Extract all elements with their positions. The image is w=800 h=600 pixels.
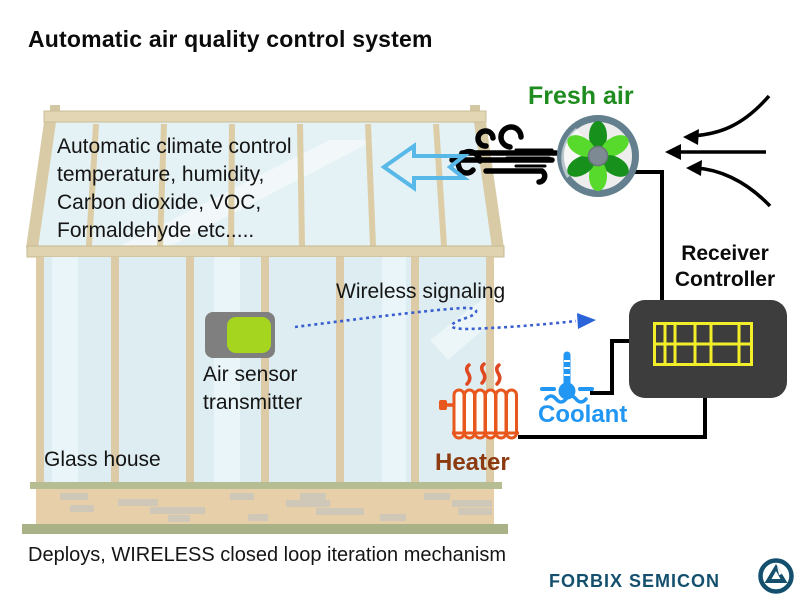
receiver-label-line-2: Controller — [674, 268, 776, 291]
coolant-label: Coolant — [538, 401, 628, 428]
climate-line-3: Carbon dioxide, VOC, — [57, 191, 262, 214]
receiver-controller-label: Receiver Controller — [650, 241, 800, 293]
climate-control-text: Automatic climate control temperature, h… — [57, 133, 292, 245]
wireless-signal-path — [294, 306, 596, 331]
coolant-thermometer-icon — [540, 351, 594, 404]
terminal-grid-icon — [653, 322, 753, 366]
glass-house-label: Glass house — [44, 448, 161, 471]
wind-gust-icon — [449, 124, 559, 185]
receiver-label-line-1: Receiver — [681, 242, 769, 265]
receiver-controller-device — [629, 300, 787, 398]
air-sensor-label: Air sensor transmitter — [203, 361, 302, 417]
fan-icon — [557, 115, 639, 197]
heater-radiator-icon — [439, 362, 519, 440]
climate-line-2: temperature, humidity, — [57, 163, 265, 186]
air-sensor-label-line-1: Air sensor — [203, 363, 298, 386]
bottom-caption: Deploys, WIRELESS closed loop iteration … — [28, 544, 506, 566]
air-intake-arrows — [665, 94, 772, 208]
left-flow-arrow-icon — [380, 142, 470, 192]
fresh-air-label: Fresh air — [528, 82, 634, 110]
brand-name: FORBIX SEMICON — [549, 571, 721, 591]
page-title: Automatic air quality control system — [28, 26, 433, 52]
forbix-logo-icon — [758, 558, 794, 594]
climate-line-1: Automatic climate control — [57, 135, 292, 158]
air-sensor-label-line-2: transmitter — [203, 391, 303, 414]
climate-line-4: Formaldehyde etc..... — [57, 219, 255, 242]
heater-label: Heater — [435, 449, 510, 476]
air-sensor-screen — [227, 317, 271, 353]
air-sensor-device — [205, 312, 275, 358]
wireless-signaling-label: Wireless signaling — [336, 280, 506, 303]
